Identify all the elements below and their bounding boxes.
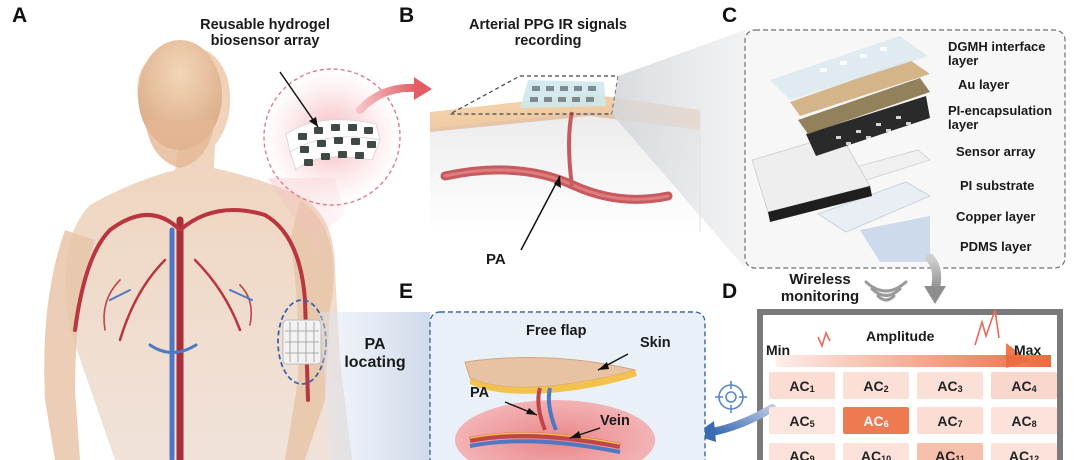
target-locate-icon — [715, 381, 747, 413]
layer-label-au: Au layer — [958, 77, 1010, 92]
layer-label-pdms: PDMS layer — [960, 239, 1032, 254]
amplitude-cell-base: AC — [863, 377, 884, 394]
pa-locating-line2: locating — [344, 353, 406, 371]
pa-locating-label: PA locating — [330, 336, 420, 371]
wireless-line2: monitoring — [780, 287, 860, 305]
layer-label-copper: Copper layer — [956, 209, 1036, 224]
high-amplitude-wave-icon — [974, 309, 1000, 346]
panel-label-d: D — [722, 280, 738, 303]
array-label: Reusable hydrogel biosensor array — [180, 17, 350, 50]
amplitude-cell-subscript: 2 — [883, 383, 889, 394]
zoom-cone-e — [320, 312, 430, 460]
human-body — [44, 40, 352, 460]
layer-label-pi-substrate: PI substrate — [960, 178, 1035, 193]
vein-label: Vein — [600, 413, 630, 429]
pa-label-e: PA — [470, 385, 490, 401]
panel-d-box — [757, 309, 1063, 460]
pa-locating-line1: PA — [364, 336, 386, 353]
hydrogel-biosensor-array — [285, 119, 381, 171]
amplitude-cell-subscript: 5 — [809, 418, 815, 429]
amplitude-label: Amplitude — [866, 328, 935, 344]
free-flap-label: Free flap — [526, 323, 587, 339]
panel-b-title: Arterial PPG IR signals recording — [428, 17, 668, 50]
array-label-line2: biosensor array — [210, 32, 320, 49]
low-amplitude-wave-icon — [817, 330, 831, 349]
panel-label-b: B — [399, 4, 415, 27]
layer-stack — [751, 36, 931, 262]
arrow-d-to-e — [708, 404, 776, 436]
wireless-icon — [864, 280, 908, 302]
panel-label-a: A — [12, 4, 28, 27]
amplitude-cell-base: AC — [935, 448, 956, 460]
skin-label: Skin — [640, 335, 671, 351]
amplitude-cell-subscript: 11 — [955, 454, 965, 460]
amplitude-min-label: Min — [766, 342, 791, 358]
amplitude-cell-subscript: 3 — [957, 383, 963, 394]
panel-b-title-line2: recording — [514, 32, 582, 49]
amplitude-cell-base: AC — [789, 412, 810, 429]
arrow-a-to-b — [356, 83, 420, 114]
layer-label-dgmh: DGMH interface layer — [948, 39, 1046, 69]
amplitude-cell-base: AC — [860, 448, 882, 460]
pa-label-b: PA — [486, 251, 506, 268]
wireless-line1: Wireless — [789, 271, 851, 288]
panel-b-title-line1: Arterial PPG IR signals — [469, 17, 627, 33]
amplitude-cell-base: AC — [1011, 377, 1032, 394]
panel-c-box — [744, 29, 1066, 269]
amplitude-cell-base: AC — [1011, 412, 1032, 429]
amplitude-cell-subscript: 4 — [1031, 383, 1037, 394]
amplitude-cell-base: AC — [863, 412, 884, 429]
amplitude-gradient-bar — [776, 355, 1051, 367]
layer-label-sensor-array: Sensor array — [956, 144, 1036, 159]
amplitude-cell-subscript: 7 — [957, 418, 963, 429]
amplitude-cell-subscript: 10 — [881, 454, 892, 460]
amplitude-cell-base: AC — [789, 377, 810, 394]
amplitude-cell-base: AC — [937, 377, 958, 394]
amplitude-cell-base: AC — [937, 412, 958, 429]
amplitude-max-label: Max — [1014, 342, 1042, 358]
arrow-c-to-d — [925, 253, 942, 295]
panel-label-c: C — [722, 4, 738, 27]
amplitude-cell-subscript: 8 — [1031, 418, 1037, 429]
amplitude-cell-subscript: 6 — [883, 418, 889, 429]
amplitude-cell-subscript: 12 — [1029, 454, 1040, 460]
panel-label-e: E — [399, 280, 414, 303]
amplitude-cell-base: AC — [1008, 448, 1030, 460]
pa-pointer-line — [520, 175, 561, 251]
amplitude-cell-subscript: 9 — [809, 454, 815, 460]
free-flap — [464, 357, 637, 454]
zoom-cone-c — [612, 30, 745, 268]
layer-label-pi-encapsulation: PI-encapsulation layer — [948, 103, 1053, 133]
wireless-monitoring-label: Wireless monitoring — [770, 271, 870, 305]
array-label-line1: Reusable hydrogel — [200, 17, 330, 33]
amplitude-cell-subscript: 1 — [809, 383, 815, 394]
amplitude-cell-base: AC — [789, 448, 810, 460]
array-pointer-line — [279, 71, 319, 128]
